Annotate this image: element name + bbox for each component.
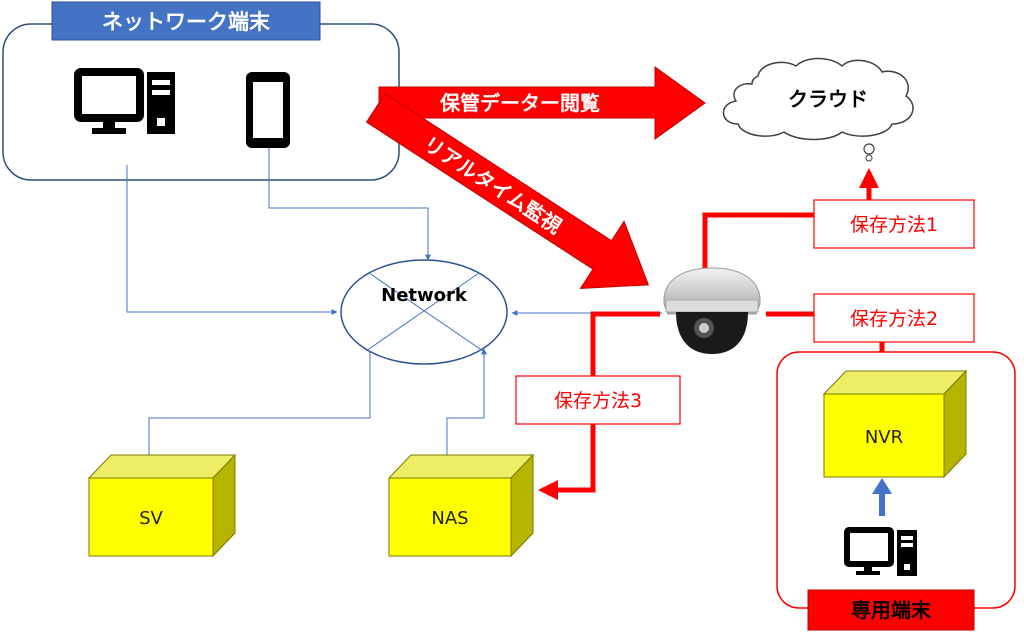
method3-box: 保存方法3 (515, 375, 681, 425)
archive-view-label: 保管データー閲覧 (439, 91, 600, 115)
realtime-label: リアルタイム監視 (419, 131, 566, 238)
sv-label: SV (139, 508, 163, 529)
dedicated-terminal-label: 専用端末 (851, 598, 932, 622)
network-terminal-frame (2, 23, 400, 181)
dedicated-pc-icon (844, 527, 917, 576)
nas-label: NAS (431, 508, 468, 529)
nvr-label: NVR (865, 427, 903, 448)
method1-box: 保存方法1 (813, 199, 975, 249)
cloud-label: クラウド (788, 87, 868, 111)
network-label: Network (381, 285, 468, 306)
method2-box: 保存方法2 (813, 293, 975, 343)
network-connection-lines (126, 148, 662, 478)
network-terminal-label: ネットワーク端末 (102, 10, 271, 34)
network-node: Network (340, 259, 508, 365)
smartphone-icon (246, 72, 290, 148)
network-terminal-group: ネットワーク端末 (2, 1, 400, 181)
network-terminal-header (51, 1, 321, 41)
sv-server-box: SV (87, 453, 237, 558)
cloud-node: クラウド (722, 57, 914, 162)
dedicated-terminal-header (807, 589, 975, 631)
method3-label: 保存方法3 (554, 390, 642, 412)
desktop-pc-icon (74, 68, 175, 134)
dedicated-terminal-group: NVR 専用端末 (776, 351, 1016, 631)
dome-camera-icon (663, 267, 761, 354)
method1-label: 保存方法1 (850, 214, 938, 236)
up-arrow-icon (872, 478, 892, 516)
route-method1 (702, 168, 879, 270)
nas-box: NAS (387, 453, 535, 558)
archive-view-arrow: 保管データー閲覧 (378, 66, 706, 140)
nvr-box: NVR (822, 369, 968, 479)
method2-label: 保存方法2 (850, 308, 938, 330)
